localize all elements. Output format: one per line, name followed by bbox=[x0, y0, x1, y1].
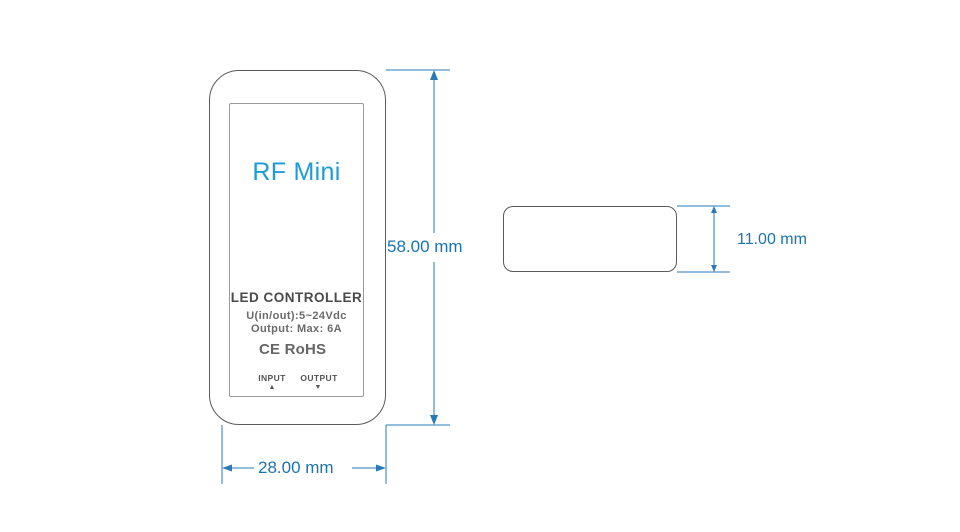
thickness-dimension-label: 11.00 mm bbox=[737, 231, 807, 248]
height-arrow-bottom-icon bbox=[430, 415, 438, 425]
device-front-view bbox=[209, 70, 386, 425]
certification-marks: CE RoHS bbox=[259, 341, 327, 358]
width-arrow-left-icon bbox=[222, 464, 232, 472]
input-arrow-icon: ▲ bbox=[268, 384, 276, 391]
width-dimension-label: 28.00 mm bbox=[258, 458, 334, 477]
width-arrow-right-icon bbox=[376, 464, 386, 472]
spec-output: Output: Max: 6A bbox=[251, 323, 342, 335]
port-input-label: INPUT bbox=[258, 373, 286, 383]
thickness-arrow-bottom-icon bbox=[711, 265, 717, 272]
device-side-view bbox=[503, 206, 677, 272]
device-label-panel bbox=[229, 103, 364, 397]
label-title: LED CONTROLLER bbox=[230, 290, 363, 305]
height-dimension-label: 58.00 mm bbox=[387, 237, 463, 256]
product-name: RF Mini bbox=[252, 158, 341, 186]
port-output-label: OUTPUT bbox=[300, 373, 338, 383]
output-arrow-icon: ▼ bbox=[314, 384, 322, 391]
height-arrow-top-icon bbox=[430, 70, 438, 80]
thickness-arrow-top-icon bbox=[711, 206, 717, 213]
spec-voltage: U(in/out):5~24Vdc bbox=[246, 310, 347, 322]
